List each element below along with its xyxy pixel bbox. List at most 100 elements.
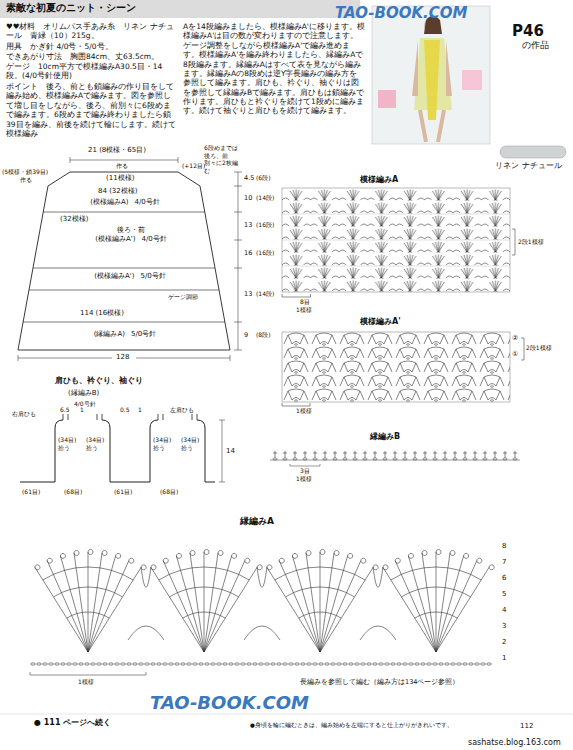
- chain-stitch: [301, 663, 306, 665]
- chain-stitch: [289, 663, 294, 665]
- chain-stitch: [175, 663, 180, 665]
- chain-stitch: [121, 663, 126, 665]
- page-number: 112: [520, 722, 533, 731]
- note: 作る: [116, 162, 128, 170]
- dimension: 114 (16模様): [80, 309, 124, 318]
- chain-stitch: [253, 663, 258, 665]
- chain-stitch: [331, 663, 336, 665]
- chain-stitch: [49, 663, 54, 665]
- chain-stitch: [487, 663, 492, 665]
- chain-stitch: [181, 663, 186, 665]
- watermark: TAO-BOOK.COM: [335, 4, 467, 23]
- size-text: できあがり寸法 胸囲84cm、丈63.5cm。: [6, 52, 178, 61]
- chain-stitch: [55, 663, 60, 665]
- row-marker: ①: [512, 350, 518, 359]
- chain-stitch: [211, 663, 216, 665]
- dimension: 1: [138, 406, 142, 414]
- row-number: 5: [502, 590, 506, 599]
- materials-text: ♥♥材料 オリムパス手あみ糸 リネン ナチュール 青緑（10）215g。: [6, 22, 178, 41]
- chain-stitch: [277, 663, 282, 665]
- pickup-count: (34目) 拾う: [181, 436, 203, 451]
- hook-size: 4/0号針: [74, 400, 96, 408]
- chain-stitch: [133, 663, 138, 665]
- page-title: 素敵な初夏のニット・シーン: [6, 2, 136, 15]
- chain-stitch: [439, 663, 444, 665]
- band-label: (縁編みA): [94, 330, 125, 339]
- chain-stitch: [475, 663, 480, 665]
- chain-stitch: [103, 663, 108, 665]
- chain-stitch: [355, 663, 360, 665]
- page-note: の作品: [522, 40, 549, 51]
- dimension: 128: [114, 353, 131, 362]
- chain-stitch: [247, 663, 252, 665]
- chain-stitch: [469, 663, 474, 665]
- band-region: (縁編みA)5/0号針: [50, 330, 200, 339]
- band-note: 4/0号針: [135, 198, 160, 207]
- stitch-count: (61目): [114, 488, 132, 496]
- chain-stitch: [415, 663, 420, 665]
- page-number: P46: [512, 22, 544, 41]
- chain-stitch: [61, 663, 66, 665]
- stitch-count: 3目: [300, 467, 310, 475]
- chain-stitch: [295, 663, 300, 665]
- chain-stitch: [385, 663, 390, 665]
- stitch-name: (縁編みB): [68, 389, 99, 398]
- stitch-count: (+12目): [182, 162, 205, 170]
- repeat-label: 2段1模様: [518, 238, 544, 246]
- part-name: 右肩ひも: [12, 410, 36, 418]
- chain-stitch: [373, 663, 378, 665]
- stitch-count: (68目): [160, 488, 178, 496]
- row-count: (16段): [256, 221, 274, 229]
- note: 作る: [20, 176, 32, 184]
- chain-stitch: [145, 663, 150, 665]
- chain-stitch: [445, 663, 450, 665]
- chain-stitch: [85, 663, 90, 665]
- repeat-label: 1模様: [78, 678, 94, 686]
- note: ゲージ調節: [168, 293, 198, 301]
- band-label: 後ろ・前: [58, 226, 204, 235]
- chain-stitch: [217, 663, 222, 665]
- chain-stitch: [283, 663, 288, 665]
- chain-stitch: [91, 663, 96, 665]
- repeat-label: 2段1模様: [526, 344, 552, 352]
- chain-stitch: [307, 663, 312, 665]
- note: 長編みを参照して編む（編み方は134ページ参照）: [300, 678, 459, 686]
- chain-stitch: [361, 663, 366, 665]
- yarn-name: リネン ナチュール: [495, 161, 562, 171]
- watermark: TAO-BOOK.COM: [150, 692, 309, 715]
- band-label: (模様編みA): [90, 198, 128, 207]
- pickup-count: (34目) 拾う: [58, 436, 80, 451]
- continued-note: ● 111 ページへ続く: [34, 718, 111, 728]
- chain-stitch: [205, 663, 210, 665]
- repeat-label: 1模様: [296, 475, 312, 483]
- chain-stitch: [367, 663, 372, 665]
- chain-stitch: [259, 663, 264, 665]
- row-number: 6: [502, 574, 506, 583]
- row-count: (14段): [256, 290, 274, 298]
- chain-stitch: [37, 663, 42, 665]
- row-count: (8段): [256, 331, 271, 339]
- chain-stitch: [271, 663, 276, 665]
- chain-stitch: [421, 663, 426, 665]
- chain-stitch: [67, 663, 72, 665]
- band-region: (模様編みA) 4/0号針: [55, 198, 195, 207]
- stitch-count: 8目: [300, 298, 310, 306]
- chain-stitch: [481, 663, 486, 665]
- chain-stitch: [193, 663, 198, 665]
- row-number: 4: [502, 606, 506, 615]
- chain-stitch: [199, 663, 204, 665]
- chain-stitch: [127, 663, 132, 665]
- chain-stitch: [409, 663, 414, 665]
- stitch-count: (68目): [64, 488, 82, 496]
- band-note: (模様編みA'): [95, 235, 135, 244]
- chain-stitch: [337, 663, 342, 665]
- chain-stitch: [313, 663, 318, 665]
- fan-strokes: [35, 550, 494, 653]
- diagram-title: 肩ひも、衿ぐり、袖ぐり: [55, 376, 143, 386]
- pickup-count: (34目) 拾う: [153, 436, 175, 451]
- chain-stitch: [241, 663, 246, 665]
- dimension: 13: [244, 290, 252, 298]
- band-note: 5/0号針: [140, 272, 165, 281]
- repeat-label: 1模様: [296, 306, 312, 314]
